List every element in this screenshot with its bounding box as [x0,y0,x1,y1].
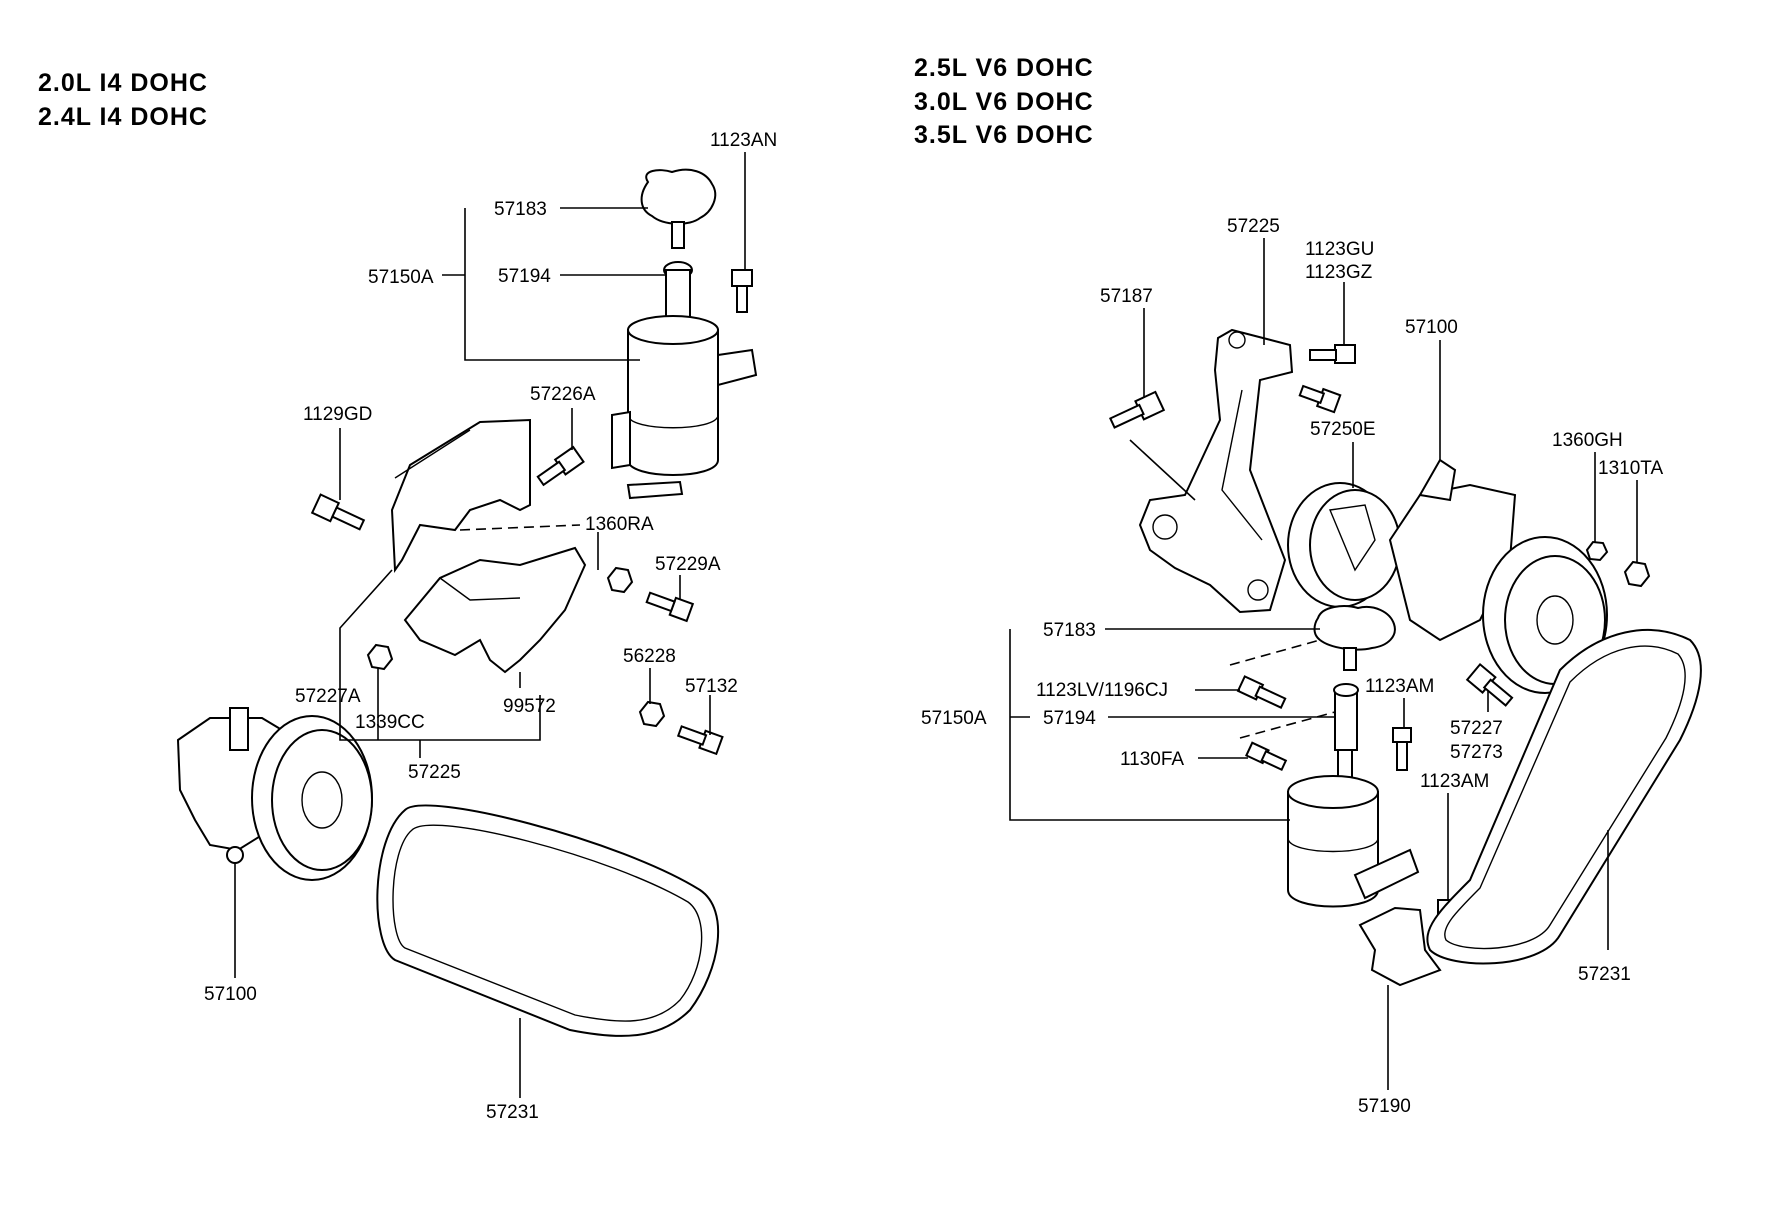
right-header-1: 2.5L V6 DOHC [914,54,1094,82]
nut-56228-left [638,700,666,728]
right-header-3: 3.5L V6 DOHC [914,121,1094,149]
label-1123LV-right: 1123LV/1196CJ [1036,680,1168,701]
filter-right [1333,683,1359,781]
label-1123AM-a-right: 1123AM [1365,676,1434,697]
nut-1339CC-left [366,643,394,671]
label-57132-left: 57132 [685,676,738,697]
bolt-1123AM-a-right [1392,727,1412,771]
reservoir-right [1287,775,1420,908]
upper-bracket-left [390,418,531,573]
belt-left [376,804,720,1037]
bolt-57229A-left [645,591,695,623]
reservoir-cap-right [1313,605,1396,651]
right-header-2: 3.0L V6 DOHC [914,88,1094,116]
label-57183-left: 57183 [494,199,547,220]
label-57226A-left: 57226A [530,384,596,405]
label-57227-right: 57227 [1450,718,1503,739]
bolt-57225-right [1298,384,1342,414]
nut-1360RA-left [606,566,634,594]
left-header-1: 2.0L I4 DOHC [38,69,208,97]
nut-1310TA-right [1623,560,1651,588]
lower-bracket-left [403,546,587,674]
label-57225-left: 57225 [408,762,461,783]
bolt-1130FA-right [1245,741,1288,772]
label-57231-left: 57231 [486,1102,539,1123]
label-57273-right: 57273 [1450,742,1503,763]
label-57190-right: 57190 [1358,1096,1411,1117]
label-1123GZ-right: 1123GZ [1305,262,1373,283]
cap-stem-right [1343,647,1357,671]
label-1310TA-right: 1310TA [1598,458,1663,479]
label-57229A-left: 57229A [655,554,721,575]
label-1123AM-b-right: 1123AM [1420,771,1489,792]
label-57183-right: 57183 [1043,620,1096,641]
label-57194-left: 57194 [498,266,551,287]
cap-stem-left [671,221,685,249]
label-57100-right: 57100 [1405,317,1458,338]
label-57150A-left: 57150A [368,267,434,288]
reservoir-cap-left [640,168,717,225]
label-1123GU-right: 1123GU [1305,239,1374,260]
label-57194-right: 57194 [1043,708,1096,729]
label-1130FA-right: 1130FA [1120,749,1184,770]
bolt-57132-left [676,725,724,756]
washer-1360GH-right [1585,540,1609,562]
label-57100-left: 57100 [204,984,257,1005]
label-1123AN-left: 1123AN [710,130,777,151]
label-99572-left: 99572 [503,696,556,717]
label-57150A-right: 57150A [921,708,987,729]
bolt-1129GD-left [310,493,366,531]
reservoir-left [611,315,758,500]
label-57231-right: 57231 [1578,964,1631,985]
pulley-57250E-right [1287,482,1401,608]
label-1339CC-left: 1339CC [355,712,425,733]
label-56228-left: 56228 [623,646,676,667]
label-57225-right: 57225 [1227,216,1280,237]
pump-left [176,707,373,881]
label-57227A-left: 57227A [295,686,361,707]
bolt-1123GU-right [1309,344,1356,364]
label-1360RA-left: 1360RA [585,514,654,535]
bolt-57187-right [1108,390,1166,429]
bolt-57226A-left [536,445,585,487]
bracket-57190-right [1358,906,1442,987]
label-57250E-right: 57250E [1310,419,1376,440]
left-header-2: 2.4L I4 DOHC [38,103,208,131]
bolt-57227-right [1465,662,1514,707]
left-engine-group: 2.0L I4 DOHC 2.4L I4 DOHC [38,69,777,1123]
label-1360GH-right: 1360GH [1552,430,1623,451]
label-57187-right: 57187 [1100,286,1153,307]
bolt-1123LV-right [1236,675,1287,709]
bolt-1123AN-left [731,269,753,313]
bracket-57225-right [1138,328,1294,614]
right-engine-group: 2.5L V6 DOHC 3.0L V6 DOHC 3.5L V6 DOHC [914,54,1702,1117]
label-1129GD-left: 1129GD [303,404,372,425]
